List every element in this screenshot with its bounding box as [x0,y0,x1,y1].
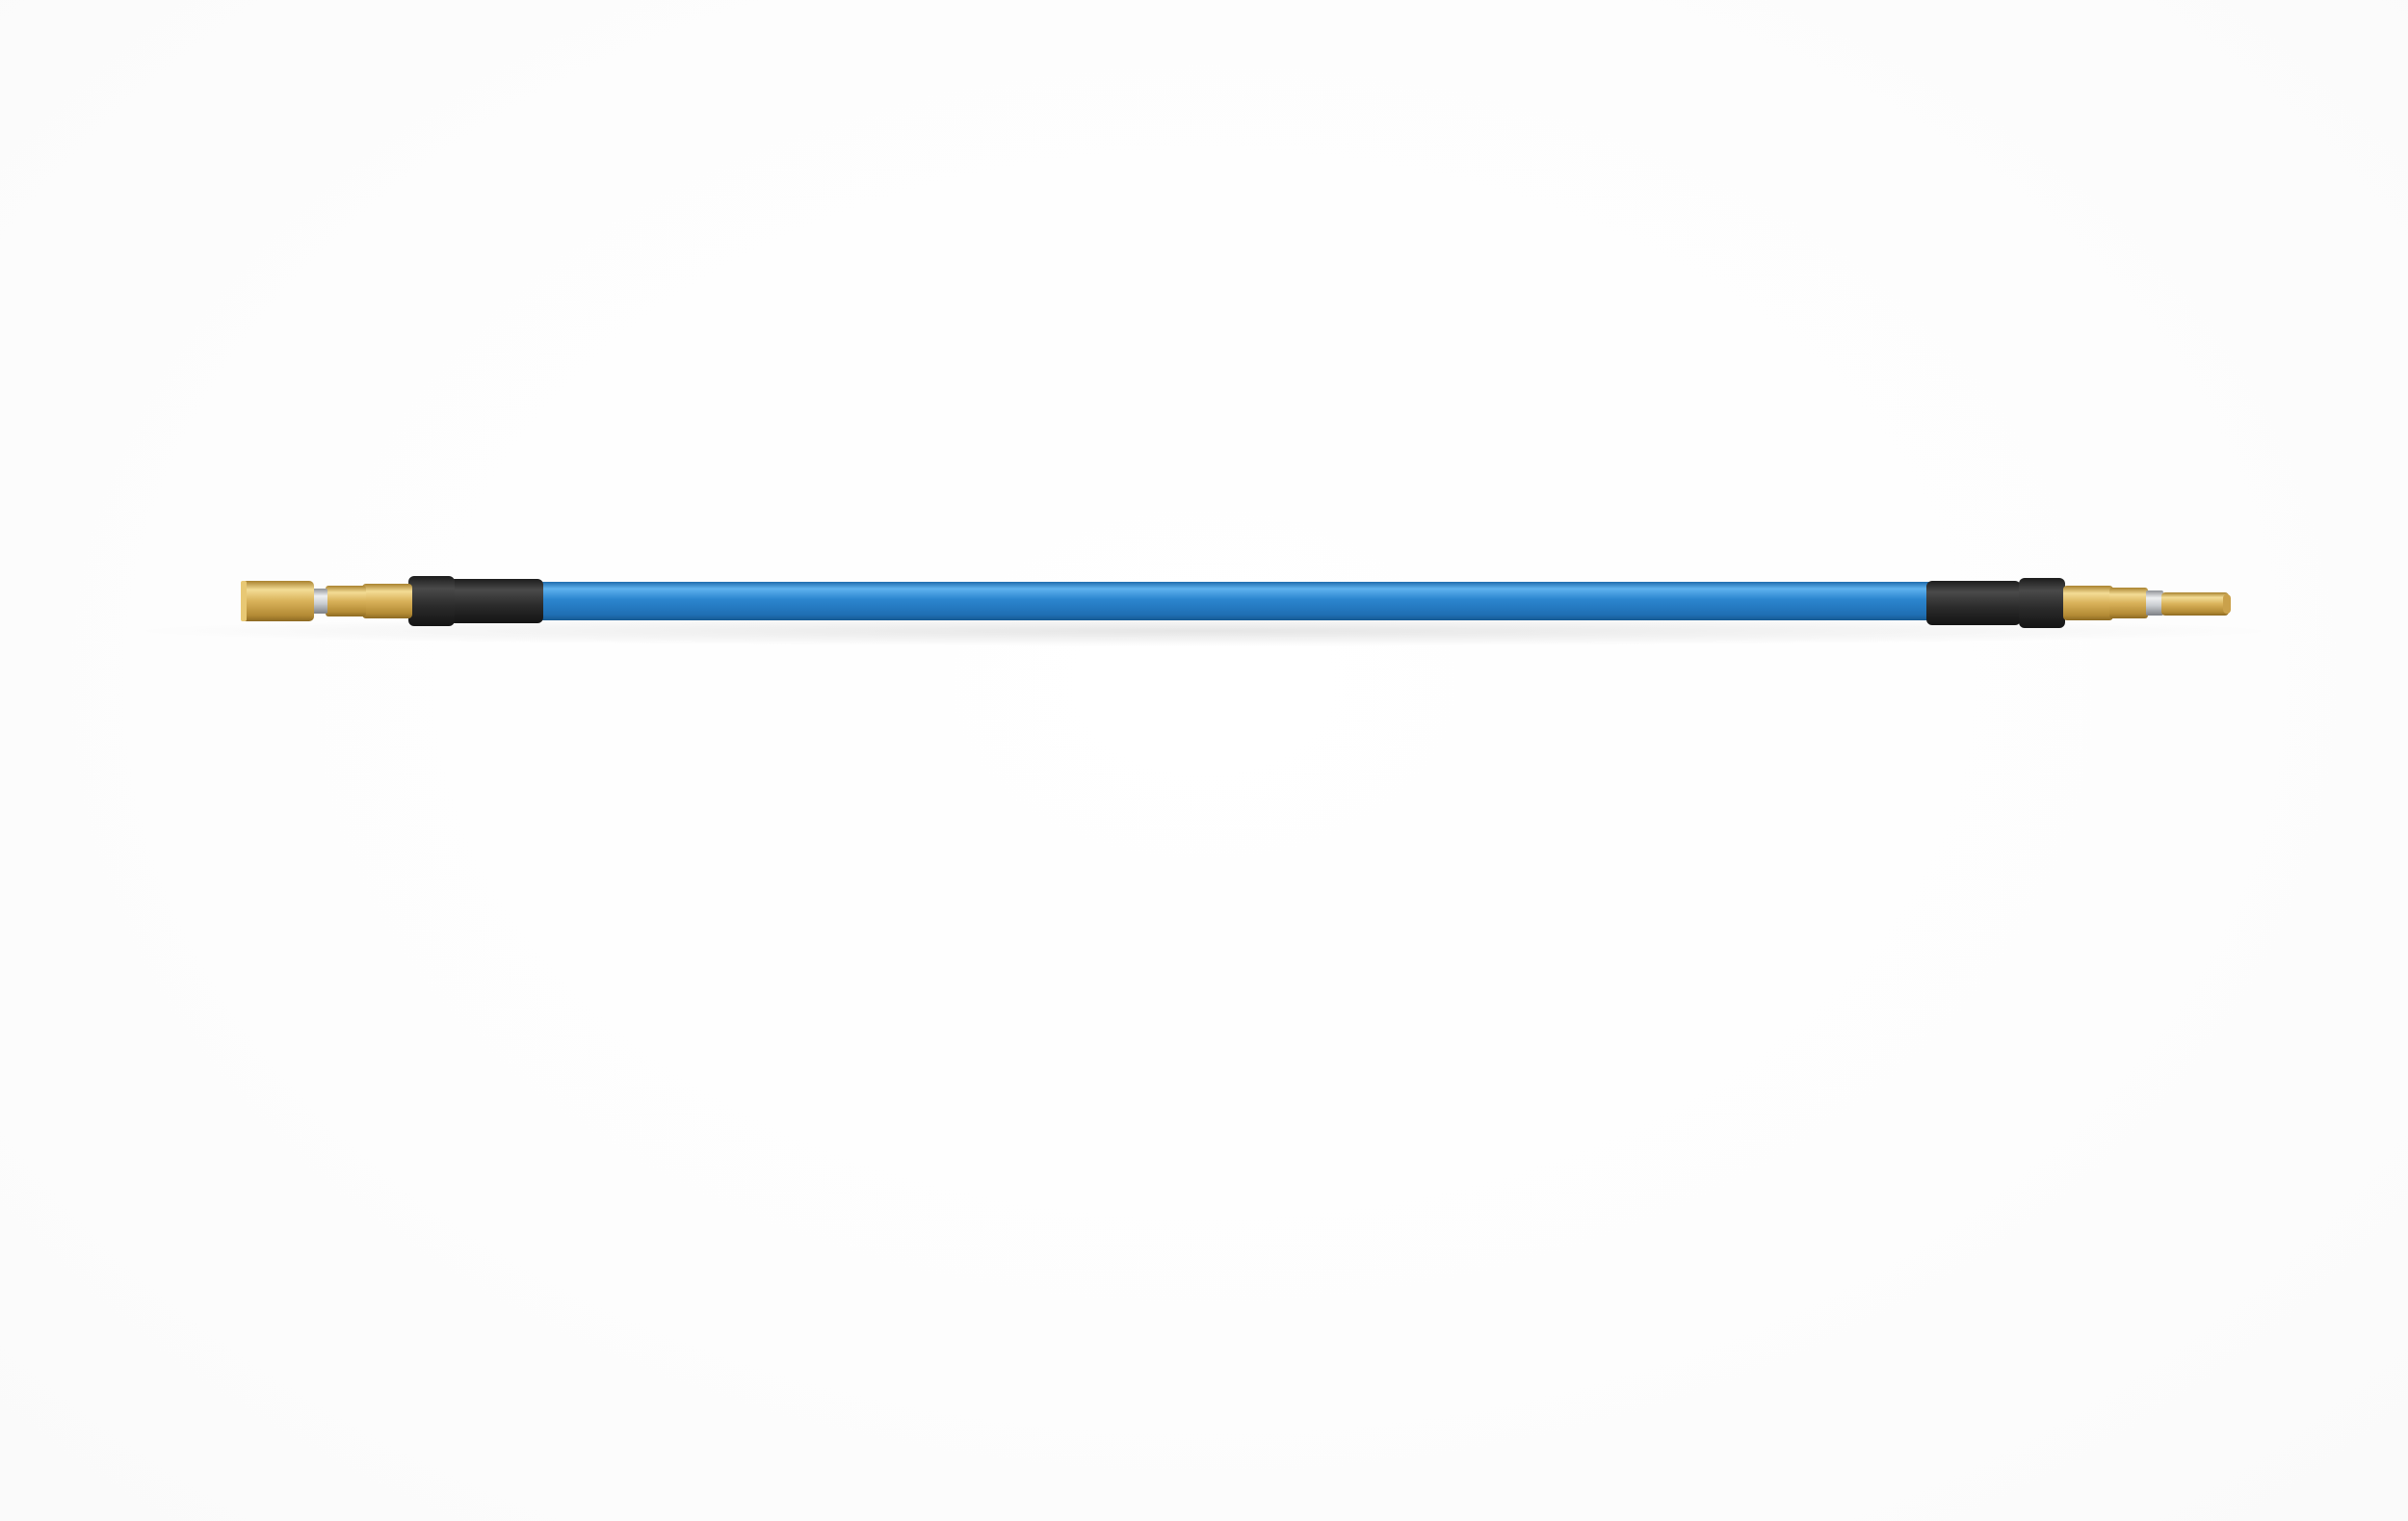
right-contact [2161,592,2229,616]
left-ferrule [362,584,412,618]
right-boot-collar [2019,578,2065,628]
left-boot [449,579,543,623]
left-connector [241,576,543,626]
left-ferrule-band [326,586,366,616]
right-insulation-strip [2146,590,2163,616]
left-contact [241,581,314,621]
cable [539,582,1932,620]
left-contact-tip [241,581,247,621]
right-contact-tip [2223,594,2231,614]
right-ferrule [2063,586,2113,620]
right-connector [1926,578,2231,628]
floor-shadow [125,616,2283,646]
right-ferrule-band [2109,588,2148,618]
right-boot [1926,581,2021,625]
left-boot-collar [408,576,455,626]
left-insulation-strip [310,589,327,614]
